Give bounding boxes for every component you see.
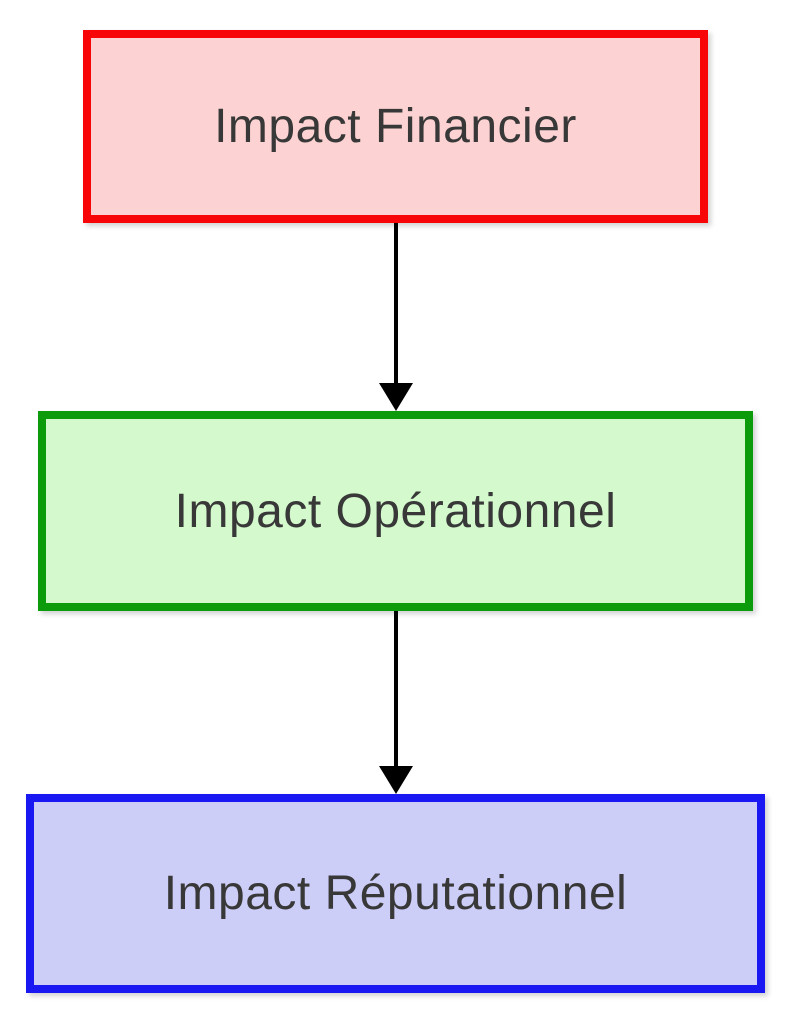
node-impact-operationnel: Impact Opérationnel — [38, 411, 753, 611]
arrow-down-icon — [379, 383, 413, 411]
node-impact-reputationnel: Impact Réputationnel — [26, 794, 765, 993]
arrow-financier-to-operationnel — [379, 223, 413, 411]
arrow-line — [394, 223, 398, 384]
arrow-down-icon — [379, 766, 413, 794]
node-impact-financier: Impact Financier — [83, 30, 708, 223]
node-impact-financier-label: Impact Financier — [214, 100, 577, 153]
node-impact-operationnel-label: Impact Opérationnel — [174, 484, 617, 538]
arrow-line — [394, 611, 398, 767]
node-impact-reputationnel-label: Impact Réputationnel — [163, 867, 628, 920]
arrow-operationnel-to-reputationnel — [379, 611, 413, 794]
